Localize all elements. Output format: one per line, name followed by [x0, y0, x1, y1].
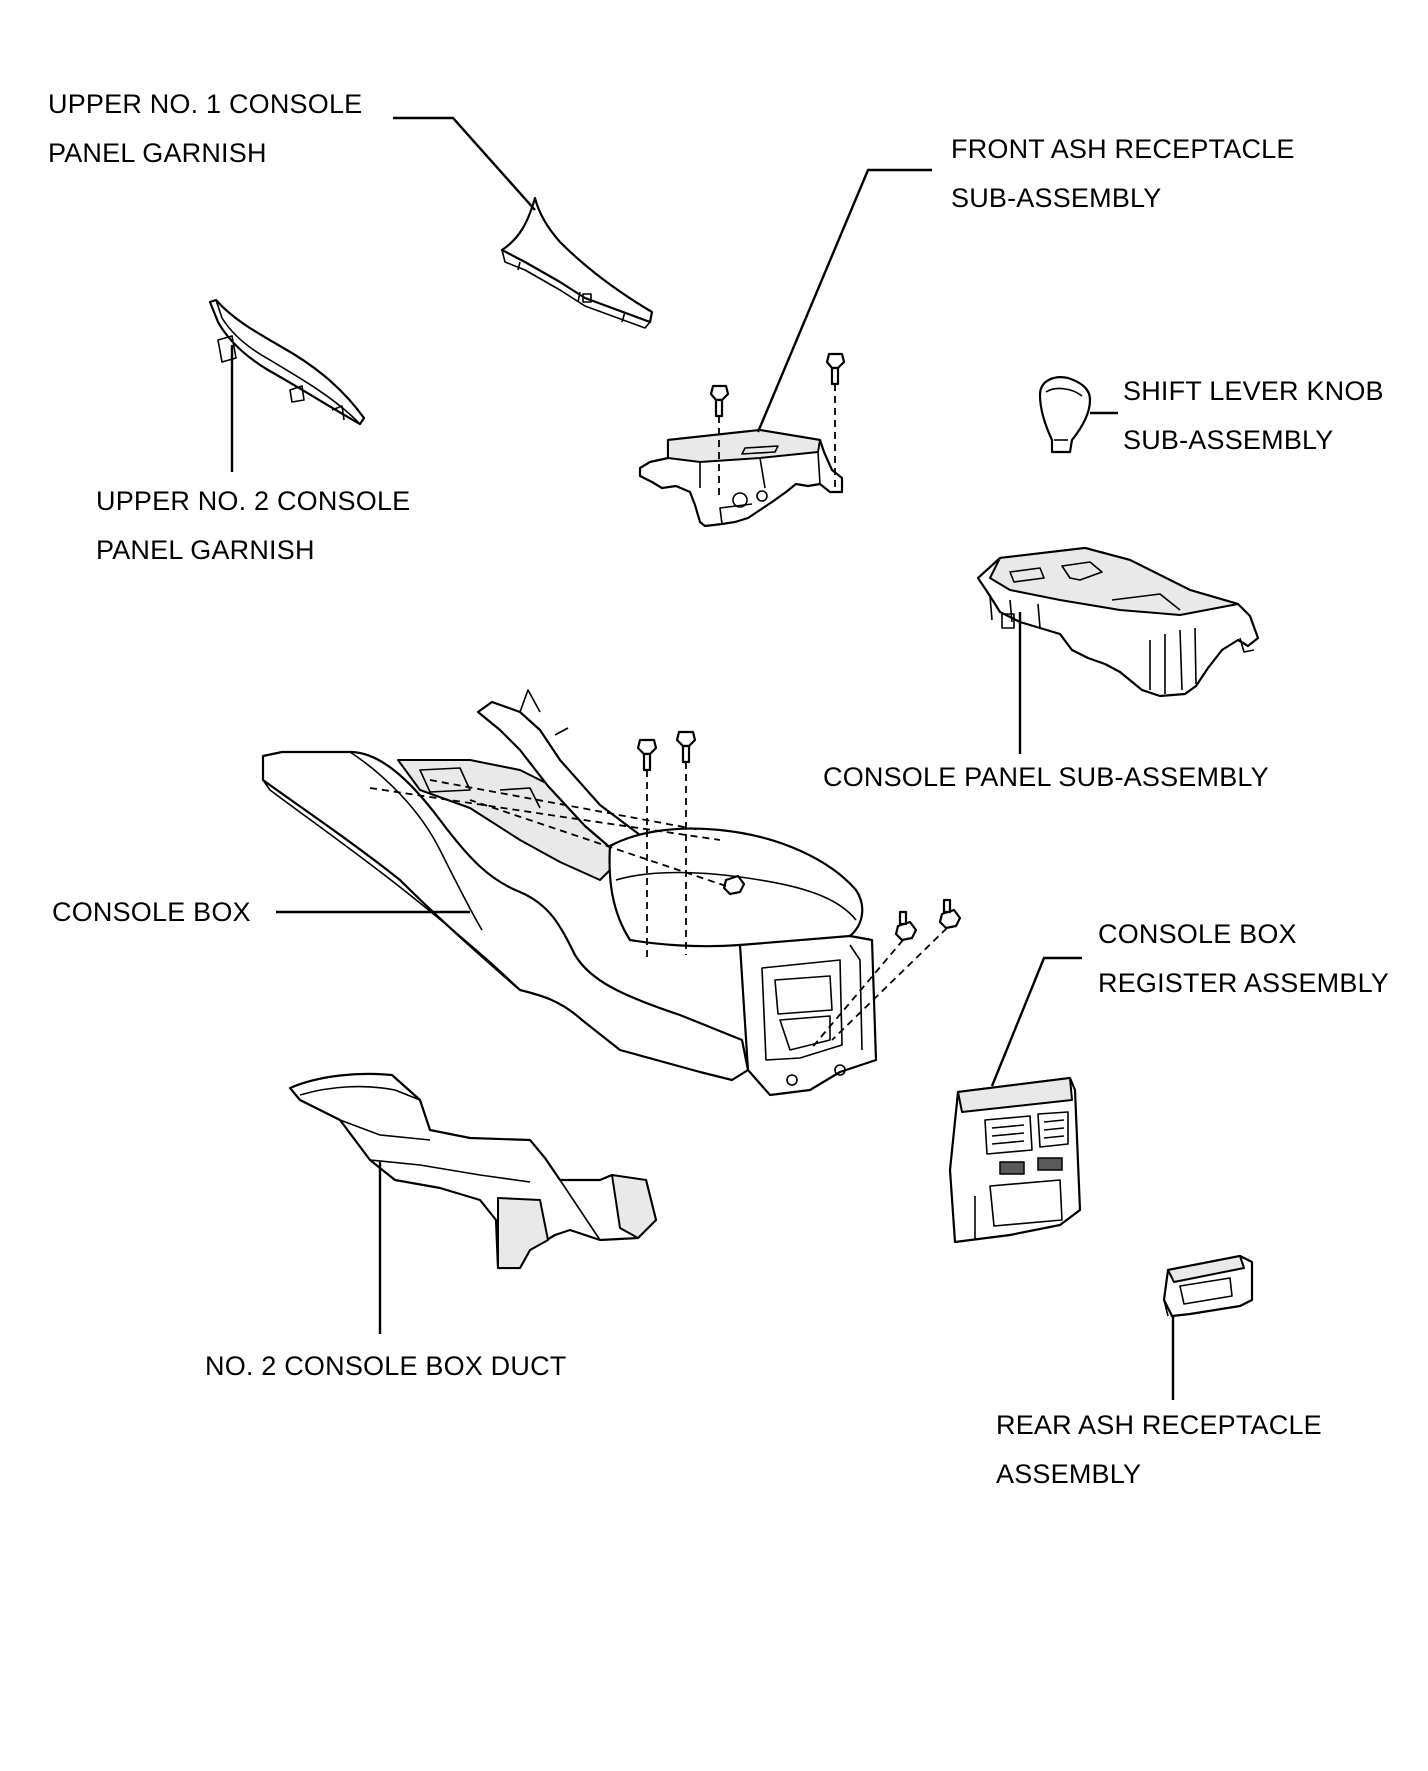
label-line: REGISTER ASSEMBLY — [1098, 968, 1389, 998]
label-line: FRONT ASH RECEPTACLE — [951, 134, 1295, 164]
no2-console-box-duct-part — [288, 1072, 658, 1270]
front-ash-receptacle-part — [638, 428, 844, 528]
upper-no1-garnish-part — [500, 196, 654, 329]
label-front-ash-receptacle: FRONT ASH RECEPTACLE SUB-ASSEMBLY — [951, 125, 1295, 223]
shift-lever-knob-part — [1038, 376, 1092, 454]
bolt-console-box-4 — [894, 910, 918, 942]
label-console-box: CONSOLE BOX — [52, 888, 251, 937]
bolt-console-box-2 — [675, 730, 697, 764]
label-no2-console-box-duct: NO. 2 CONSOLE BOX DUCT — [205, 1342, 566, 1391]
label-line: CONSOLE BOX — [1098, 919, 1297, 949]
label-console-box-register: CONSOLE BOX REGISTER ASSEMBLY — [1098, 910, 1389, 1008]
bolt-console-box-3 — [722, 874, 746, 896]
bolt-console-box-5 — [938, 898, 962, 930]
label-rear-ash-receptacle: REAR ASH RECEPTACLE ASSEMBLY — [996, 1401, 1322, 1499]
console-box-register-part — [948, 1076, 1082, 1244]
label-line: NO. 2 CONSOLE BOX DUCT — [205, 1351, 567, 1381]
label-line: PANEL GARNISH — [48, 138, 267, 168]
label-line: REAR ASH RECEPTACLE — [996, 1410, 1322, 1440]
label-line: CONSOLE BOX — [52, 897, 251, 927]
bolt-front-ash-right — [825, 352, 846, 386]
bolt-console-box-1 — [636, 738, 658, 772]
bolt-front-ash-left — [709, 384, 730, 418]
console-box-part — [261, 689, 878, 1097]
label-line: SHIFT LEVER KNOB — [1123, 376, 1384, 406]
label-line: UPPER NO. 2 CONSOLE — [96, 486, 411, 516]
console-panel-part — [976, 546, 1260, 698]
label-upper-no1-garnish: UPPER NO. 1 CONSOLE PANEL GARNISH — [48, 80, 362, 178]
label-shift-lever-knob: SHIFT LEVER KNOB SUB-ASSEMBLY — [1123, 367, 1384, 465]
leader-upper-no1 — [393, 116, 536, 211]
upper-no2-garnish-part — [208, 298, 366, 426]
label-console-panel: CONSOLE PANEL SUB-ASSEMBLY — [823, 753, 1269, 802]
label-line: SUB-ASSEMBLY — [1123, 425, 1334, 455]
label-line: CONSOLE PANEL SUB-ASSEMBLY — [823, 762, 1269, 792]
label-line: ASSEMBLY — [996, 1459, 1142, 1489]
leader-register — [990, 956, 1082, 1087]
label-line: SUB-ASSEMBLY — [951, 183, 1162, 213]
label-line: PANEL GARNISH — [96, 535, 315, 565]
label-upper-no2-garnish: UPPER NO. 2 CONSOLE PANEL GARNISH — [96, 477, 410, 575]
leader-front-ash — [756, 168, 932, 433]
rear-ash-receptacle-part — [1162, 1254, 1254, 1318]
label-line: UPPER NO. 1 CONSOLE — [48, 89, 363, 119]
